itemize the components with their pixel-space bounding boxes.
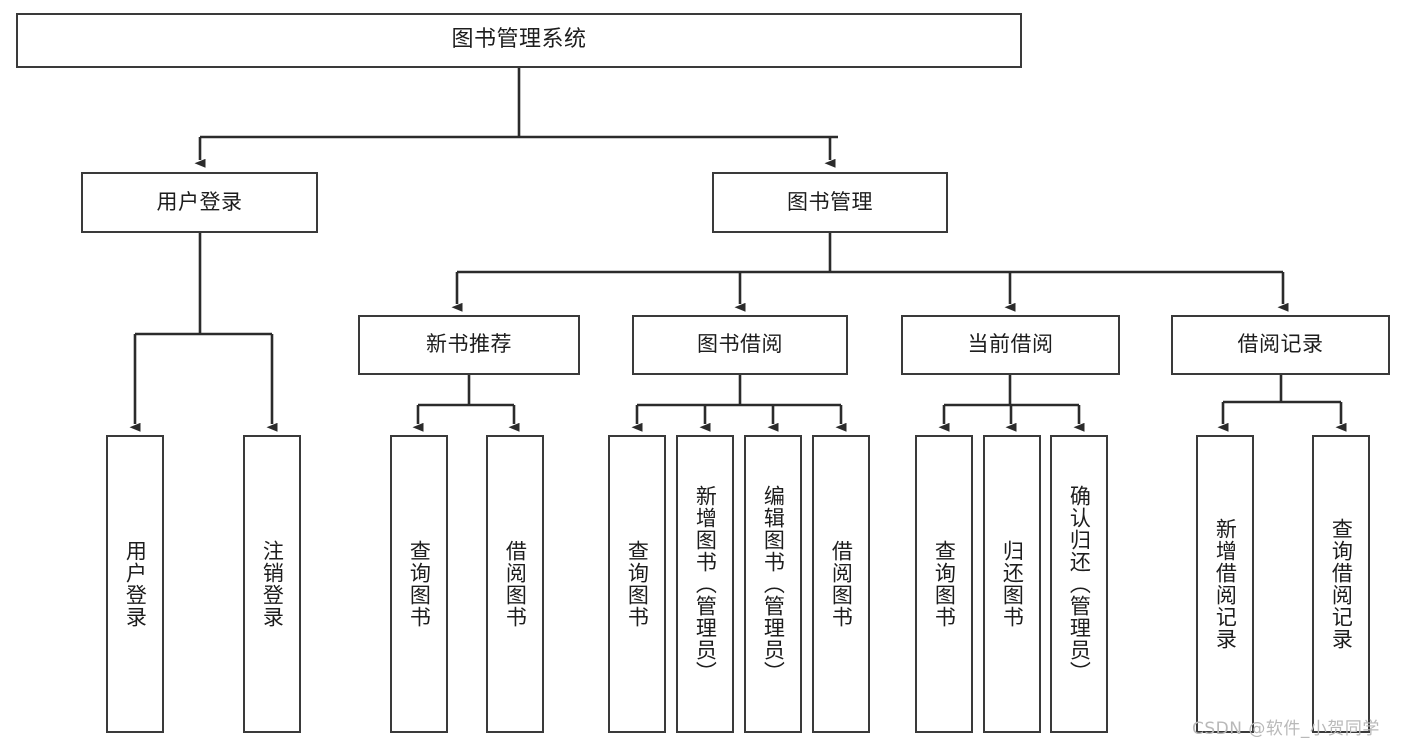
node-leaf-return-book[interactable]: 归还图书 (983, 435, 1041, 733)
node-leaf-logout[interactable]: 注销登录 (243, 435, 301, 733)
node-leaf-query-book-1[interactable]: 查询图书 (390, 435, 448, 733)
node-new-book-recommend[interactable]: 新书推荐 (358, 315, 580, 375)
node-borrow-record[interactable]: 借阅记录 (1171, 315, 1390, 375)
node-label: 归还图书 (1000, 540, 1025, 628)
node-label: 图书管理系统 (451, 27, 587, 53)
node-leaf-borrow-book-1[interactable]: 借阅图书 (486, 435, 544, 733)
node-label: 借阅图书 (503, 540, 528, 628)
node-user-login[interactable]: 用户登录 (81, 172, 318, 233)
node-leaf-query-book-3[interactable]: 查询图书 (915, 435, 973, 733)
node-leaf-borrow-book-2[interactable]: 借阅图书 (812, 435, 870, 733)
node-label: 用户登录 (156, 189, 243, 214)
node-label: 查询图书 (625, 540, 650, 628)
node-label: 查询图书 (932, 540, 957, 628)
node-label: 当前借阅 (967, 332, 1054, 357)
node-label: 用户登录 (123, 540, 148, 628)
node-label: 借阅图书 (829, 540, 854, 628)
node-label: 确认归还（管理员） (1067, 485, 1092, 683)
node-label: 查询图书 (407, 540, 432, 628)
node-current-borrow[interactable]: 当前借阅 (901, 315, 1120, 375)
node-label: 注销登录 (260, 540, 285, 628)
node-label: 借阅记录 (1237, 332, 1324, 357)
node-label: 图书管理 (787, 189, 873, 214)
node-label: 图书借阅 (697, 332, 783, 357)
node-label: 编辑图书（管理员） (761, 485, 786, 683)
node-leaf-add-book[interactable]: 新增图书（管理员） (676, 435, 734, 733)
node-leaf-query-book-2[interactable]: 查询图书 (608, 435, 666, 733)
node-leaf-query-record[interactable]: 查询借阅记录 (1312, 435, 1370, 733)
watermark: CSDN @软件_小贺同学 (1192, 719, 1380, 739)
node-book-borrow[interactable]: 图书借阅 (632, 315, 848, 375)
node-label: 新增借阅记录 (1213, 518, 1238, 650)
node-label: 新书推荐 (426, 332, 512, 357)
node-leaf-add-record[interactable]: 新增借阅记录 (1196, 435, 1254, 733)
node-root-system[interactable]: 图书管理系统 (16, 13, 1022, 68)
node-book-management[interactable]: 图书管理 (712, 172, 948, 233)
node-leaf-user-login[interactable]: 用户登录 (106, 435, 164, 733)
node-label: 查询借阅记录 (1329, 518, 1354, 650)
node-leaf-edit-book[interactable]: 编辑图书（管理员） (744, 435, 802, 733)
node-label: 新增图书（管理员） (693, 485, 718, 683)
node-leaf-confirm-return[interactable]: 确认归还（管理员） (1050, 435, 1108, 733)
